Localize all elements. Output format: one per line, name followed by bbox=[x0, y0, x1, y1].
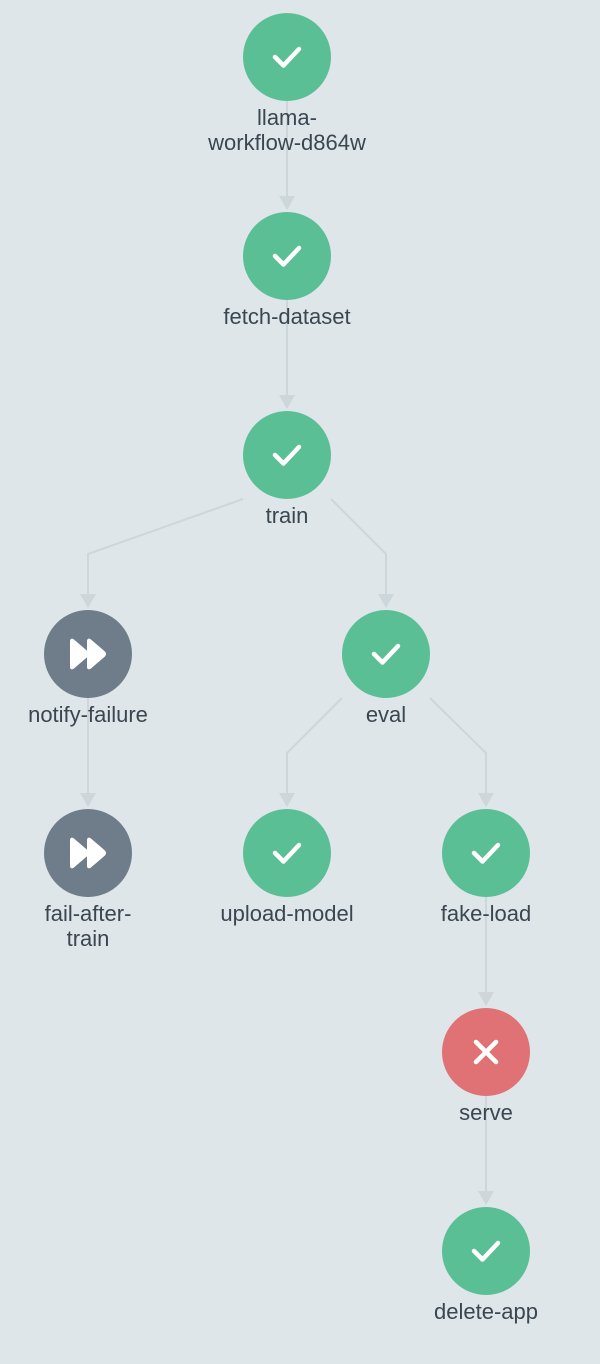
edge-arrow bbox=[378, 594, 394, 608]
node-label-line: train bbox=[66, 926, 110, 951]
node-root[interactable] bbox=[243, 13, 331, 101]
fast-forward-icon bbox=[66, 632, 110, 676]
edge-arrow bbox=[279, 793, 295, 807]
check-icon bbox=[265, 35, 309, 79]
node-label: serve bbox=[396, 1100, 576, 1125]
fast-forward-icon bbox=[66, 831, 110, 875]
check-icon bbox=[265, 831, 309, 875]
node-serve[interactable] bbox=[442, 1008, 530, 1096]
edge-arrow bbox=[80, 793, 96, 807]
check-icon bbox=[364, 632, 408, 676]
node-label-line: fake-load bbox=[440, 901, 532, 926]
node-failafter[interactable] bbox=[44, 809, 132, 897]
node-label-line: workflow-d864w bbox=[208, 130, 366, 155]
check-icon bbox=[464, 831, 508, 875]
x-icon bbox=[464, 1030, 508, 1074]
edge-line bbox=[87, 498, 244, 604]
edge-line bbox=[330, 498, 387, 604]
node-label-line: delete-app bbox=[434, 1299, 538, 1324]
node-label: fail-after-train bbox=[0, 901, 178, 951]
node-upload[interactable] bbox=[243, 809, 331, 897]
node-eval[interactable] bbox=[342, 610, 430, 698]
edge-arrow bbox=[478, 1191, 494, 1205]
node-label: fetch-dataset bbox=[197, 304, 377, 329]
node-label-line: serve bbox=[459, 1100, 513, 1125]
node-label: upload-model bbox=[197, 901, 377, 926]
node-label: notify-failure bbox=[0, 702, 178, 727]
node-label: eval bbox=[296, 702, 476, 727]
check-icon bbox=[265, 433, 309, 477]
node-label: llama-workflow-d864w bbox=[197, 105, 377, 155]
edge-line bbox=[286, 697, 343, 803]
node-label-line: llama- bbox=[257, 105, 317, 130]
edge-arrow bbox=[80, 594, 96, 608]
node-label: train bbox=[197, 503, 377, 528]
edge-line bbox=[429, 697, 487, 803]
node-fetch[interactable] bbox=[243, 212, 331, 300]
check-icon bbox=[265, 234, 309, 278]
node-label-line: fetch-dataset bbox=[223, 304, 351, 329]
node-label: fake-load bbox=[396, 901, 576, 926]
node-label-line: fail-after- bbox=[44, 901, 132, 926]
node-label-line: upload-model bbox=[220, 901, 354, 926]
edge-arrow bbox=[279, 395, 295, 409]
edge-arrow bbox=[279, 196, 295, 210]
edge-arrow bbox=[478, 992, 494, 1006]
node-label-line: notify-failure bbox=[28, 702, 148, 727]
node-label-line: eval bbox=[365, 702, 407, 727]
node-notify[interactable] bbox=[44, 610, 132, 698]
check-icon bbox=[464, 1229, 508, 1273]
node-label: delete-app bbox=[396, 1299, 576, 1324]
node-train[interactable] bbox=[243, 411, 331, 499]
edge-arrow bbox=[478, 793, 494, 807]
node-fakeload[interactable] bbox=[442, 809, 530, 897]
node-label-line: train bbox=[265, 503, 309, 528]
node-delete[interactable] bbox=[442, 1207, 530, 1295]
